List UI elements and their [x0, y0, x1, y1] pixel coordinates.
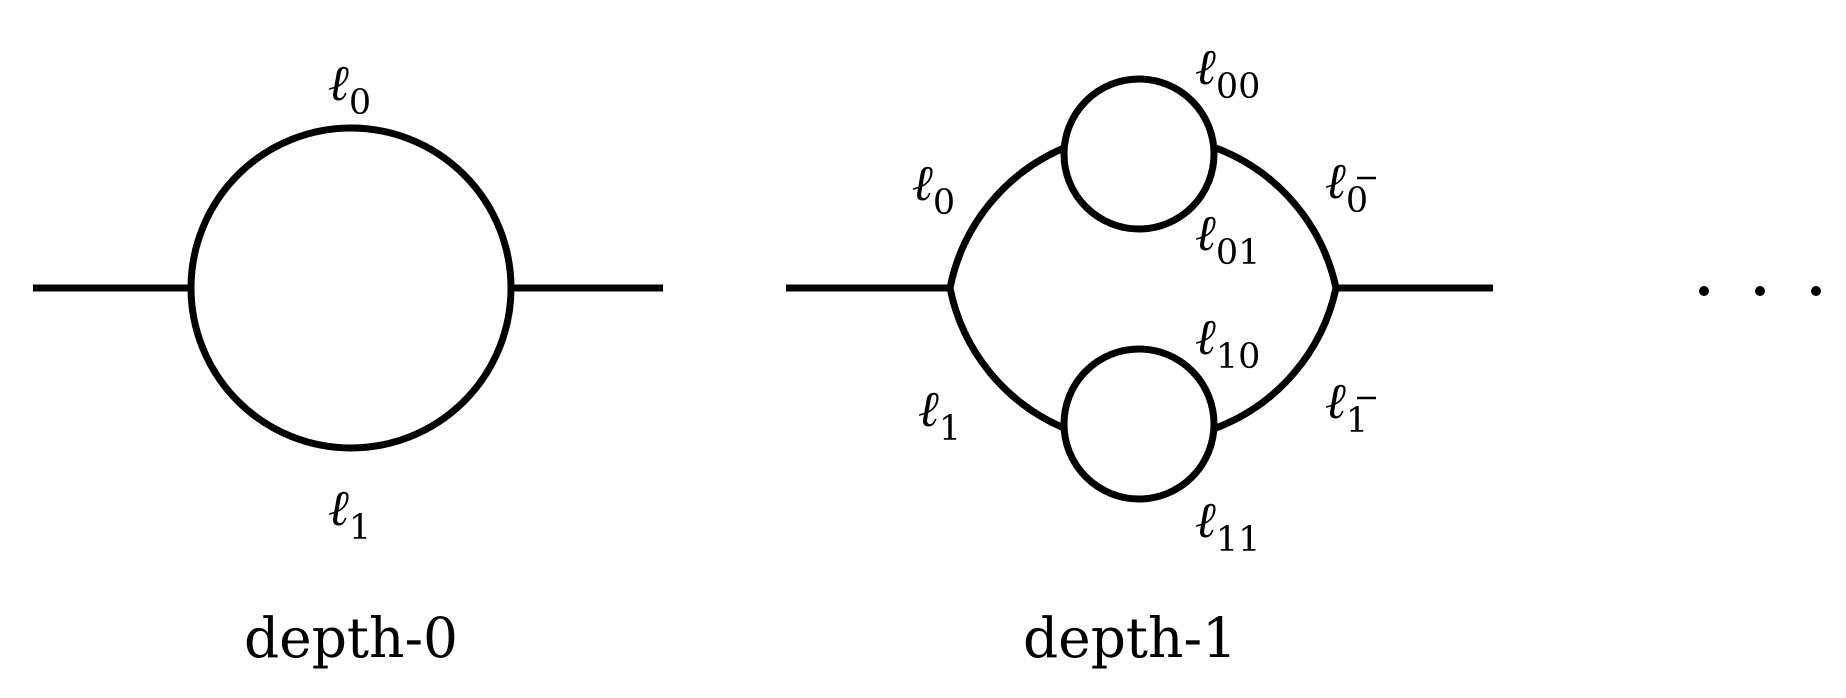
depth-1-arc-l1bar [1214, 287, 1340, 432]
depth-1-arc-l0bar [1214, 144, 1340, 289]
ellipsis-dot [1811, 286, 1821, 296]
svg-text:ℓ1: ℓ1 [1325, 372, 1368, 441]
depth-0-loop [187, 124, 515, 452]
depth-1-label-l01: ℓ01 [1195, 204, 1260, 273]
depth-0-diagram: ℓ0 ℓ1 depth-0 [33, 54, 663, 670]
ellipsis-dot [1699, 286, 1709, 296]
depth-1-arc-l1 [946, 287, 1066, 432]
depth-1-label-l00: ℓ00 [1195, 38, 1260, 107]
depth-1-label-l1bar: ℓ1 [1325, 372, 1376, 441]
depth-1-label-l11: ℓ11 [1195, 491, 1260, 560]
depth-1-lower-bubble [1060, 345, 1218, 503]
continuation-ellipsis [1699, 286, 1821, 296]
depth-1-label-l0: ℓ0 [912, 154, 955, 223]
depth-0-label-l0: ℓ0 [328, 54, 371, 123]
ellipsis-dot [1755, 286, 1765, 296]
depth-1-label-l0bar: ℓ0 [1325, 152, 1376, 221]
depth-0-label-l1: ℓ1 [328, 479, 371, 548]
depth-1-label-l10: ℓ10 [1195, 308, 1260, 377]
depth-1-diagram: ℓ0 ℓ1 ℓ00 ℓ01 ℓ10 ℓ11 ℓ0 ℓ1 [786, 38, 1493, 670]
depth-1-arc-l0 [946, 144, 1066, 289]
svg-text:ℓ0: ℓ0 [1325, 152, 1368, 221]
depth-0-caption: depth-0 [244, 606, 458, 670]
depth-1-upper-bubble [1060, 75, 1218, 233]
depth-1-caption: depth-1 [1023, 606, 1237, 670]
depth-1-label-l1: ℓ1 [918, 380, 961, 449]
